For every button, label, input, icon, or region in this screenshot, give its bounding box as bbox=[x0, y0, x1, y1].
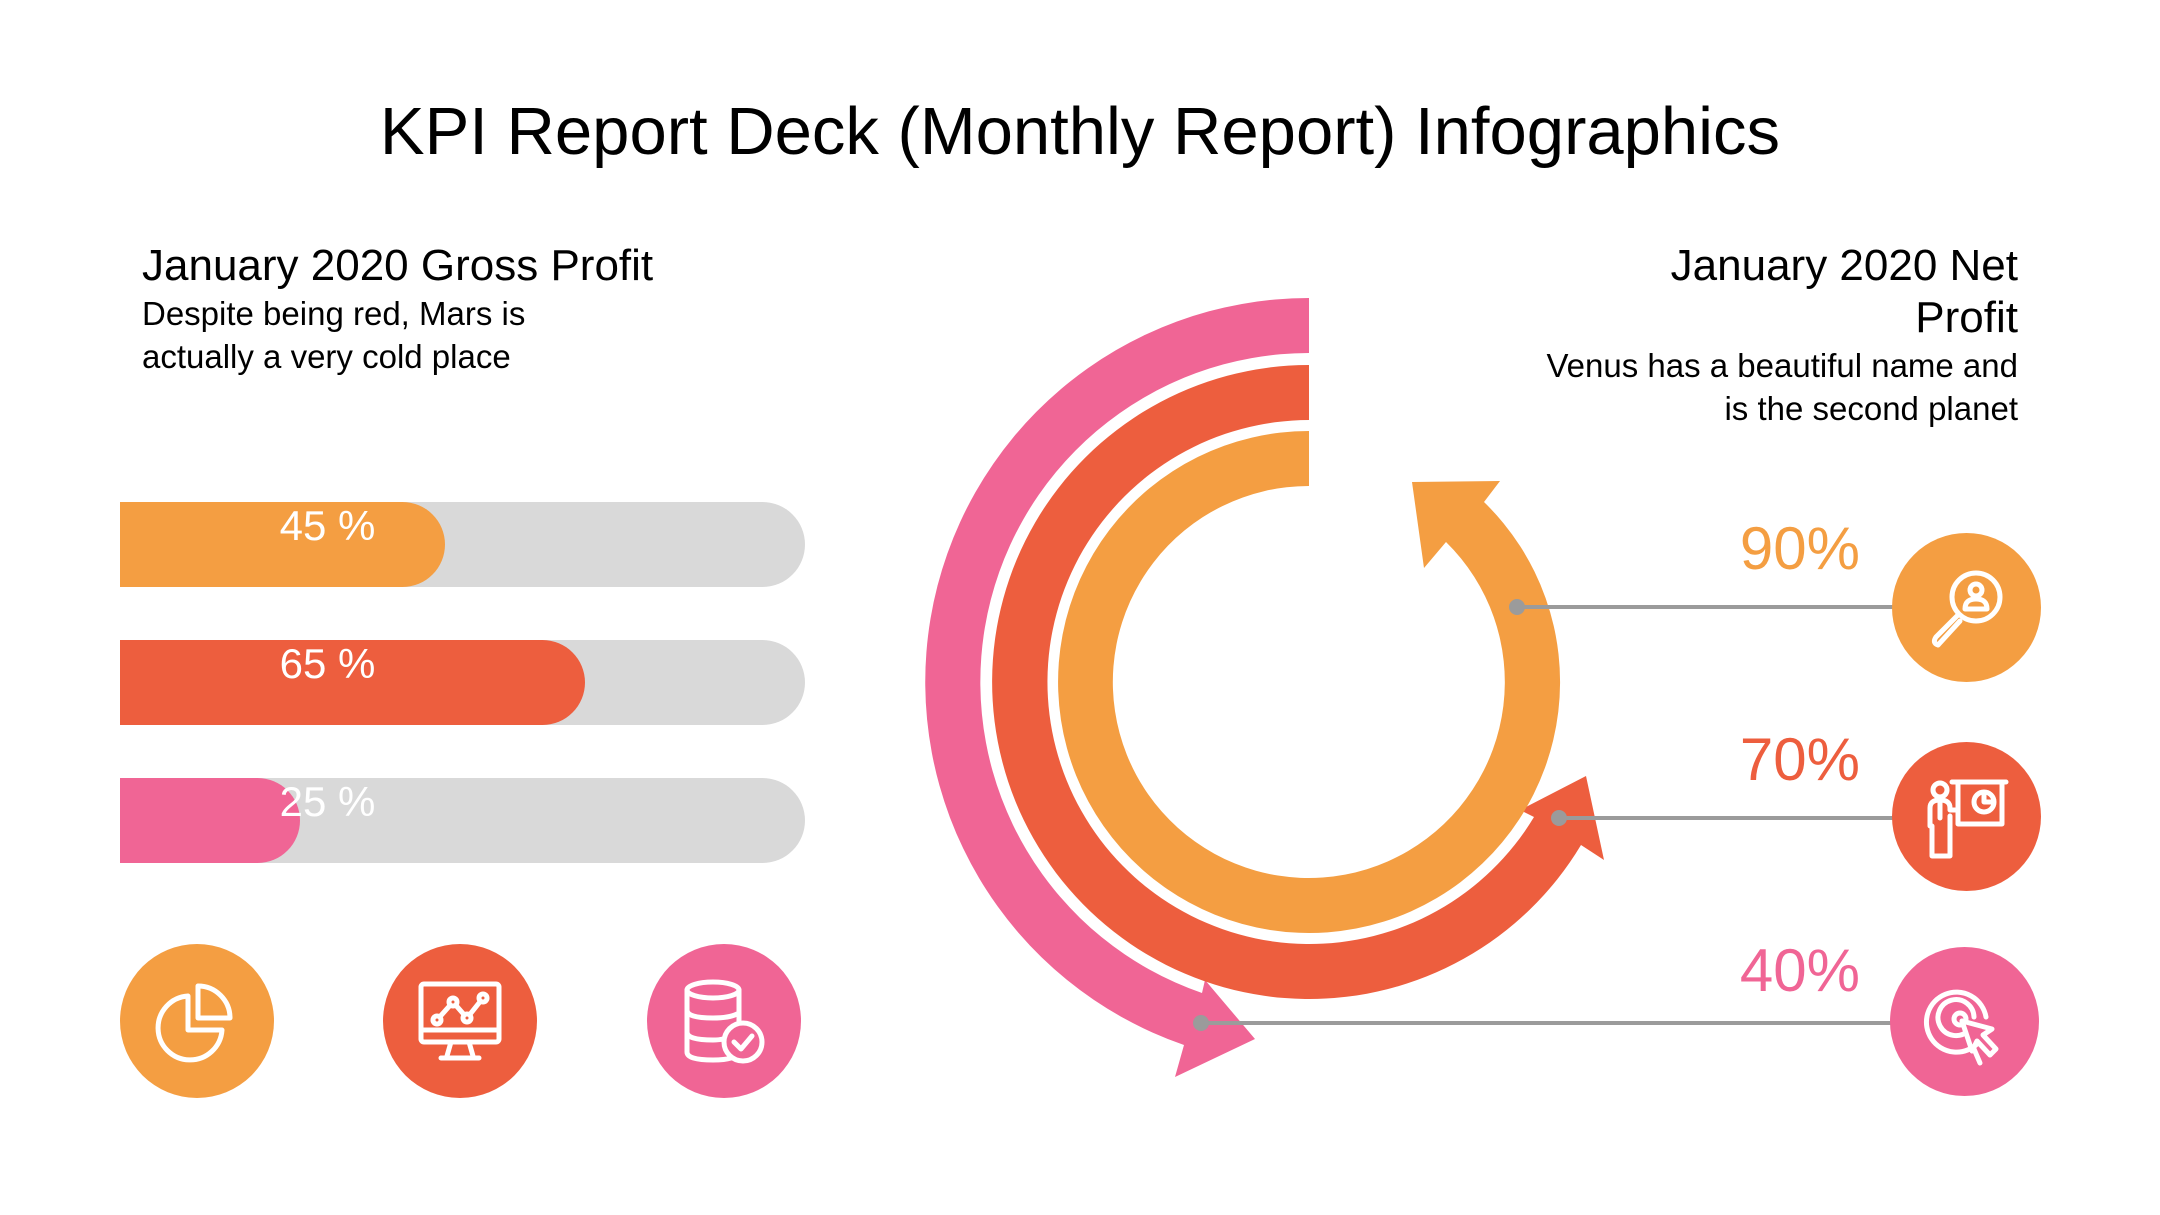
net-profit-value-orange: 90% bbox=[1739, 515, 1860, 582]
database-check-icon bbox=[684, 979, 765, 1064]
connector-dot-orange bbox=[1509, 599, 1525, 615]
pie-chart-badge bbox=[120, 944, 274, 1098]
gross-profit-description: Despite being red, Mars is actually a ve… bbox=[142, 295, 526, 375]
progress-label-pink: 25 % bbox=[279, 778, 376, 825]
search-user-icon bbox=[1931, 570, 2002, 647]
pie-chart-icon bbox=[155, 983, 233, 1063]
page-title: KPI Report Deck (Monthly Report) Infogra… bbox=[379, 94, 1781, 169]
progress-bar-orange: 45 % bbox=[120, 502, 805, 587]
monitor-chart-badge bbox=[383, 944, 537, 1098]
database-check-badge bbox=[647, 944, 801, 1098]
connector-dot-pink bbox=[1193, 1015, 1209, 1031]
presentation-badge bbox=[1892, 742, 2041, 891]
connector-dot-red bbox=[1551, 810, 1567, 826]
progress-fill-pink bbox=[120, 778, 300, 863]
progress-fill-red bbox=[120, 640, 585, 725]
monitor-line-chart-icon bbox=[418, 981, 502, 1061]
net-profit-value-red: 70% bbox=[1739, 726, 1860, 793]
progress-label-orange: 45 % bbox=[279, 502, 376, 549]
progress-bar-red: 65 % bbox=[120, 640, 805, 725]
progress-label-red: 65 % bbox=[279, 640, 376, 687]
gross-profit-header: January 2020 Gross Profit Despite being … bbox=[142, 240, 662, 378]
target-click-badge bbox=[1890, 947, 2039, 1096]
net-profit-header: January 2020 Net Profit Venus has a beau… bbox=[1498, 240, 2018, 430]
orange-arc-arrow bbox=[1058, 431, 1561, 933]
gross-profit-heading: January 2020 Gross Profit bbox=[142, 241, 654, 290]
net-profit-value-pink: 40% bbox=[1739, 937, 1860, 1004]
presentation-icon bbox=[1927, 779, 2008, 858]
target-click-icon bbox=[1923, 989, 1998, 1065]
net-profit-description: Venus has a beautiful name and is the se… bbox=[1546, 347, 2018, 427]
pink-arc-arrow bbox=[925, 298, 1309, 1077]
net-profit-heading: January 2020 Net Profit bbox=[1670, 241, 2018, 342]
progress-bar-pink: 25 % bbox=[120, 778, 805, 863]
search-user-badge bbox=[1892, 533, 2041, 682]
progress-fill-orange bbox=[120, 502, 445, 587]
